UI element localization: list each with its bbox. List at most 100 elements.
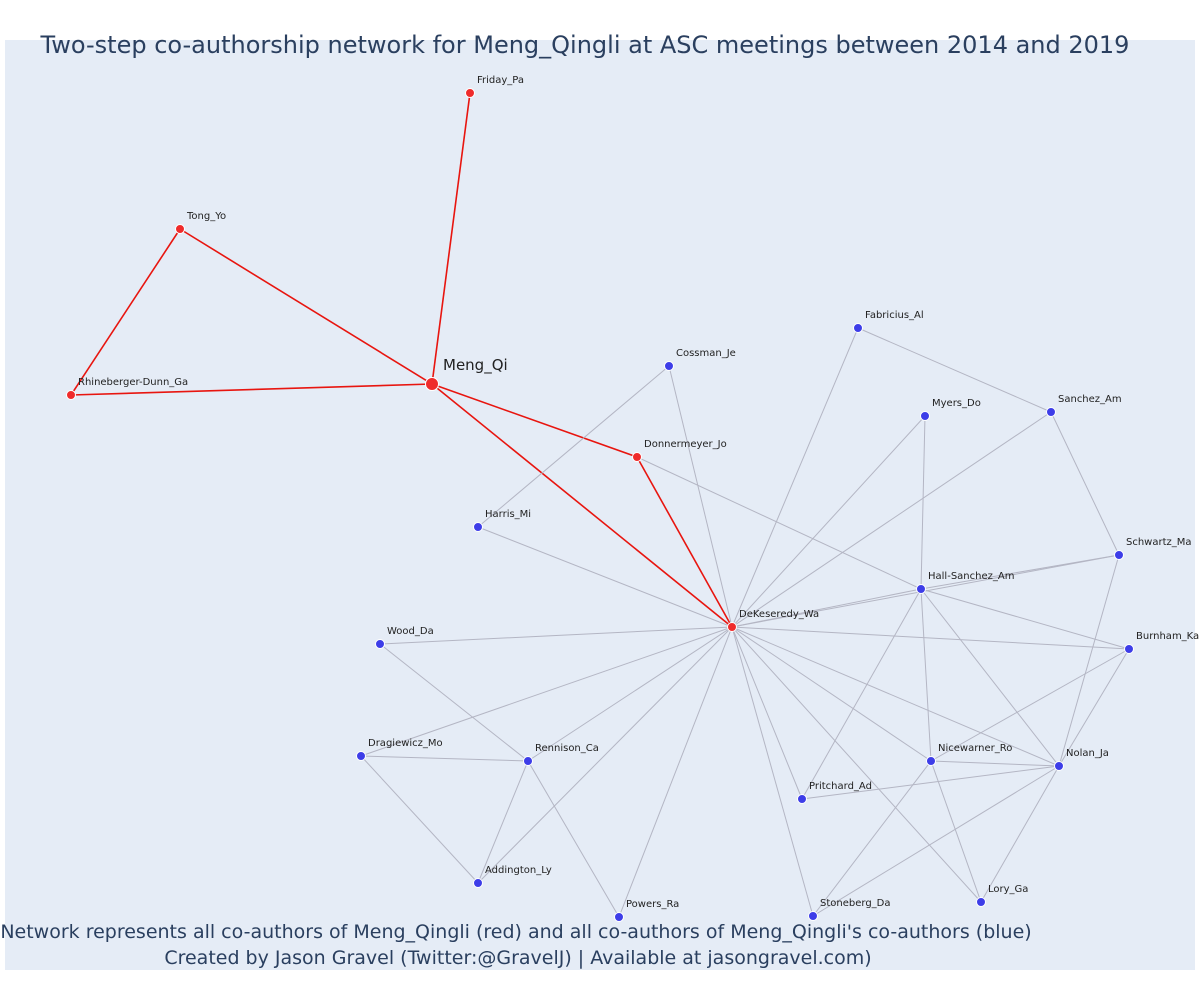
node-meng-qi[interactable]	[425, 377, 439, 391]
node-label-nolan-ja: Nolan_Ja	[1066, 748, 1109, 759]
node-label-hall-sanchez-am: Hall-Sanchez_Am	[928, 571, 1014, 582]
node-label-harris-mi: Harris_Mi	[485, 509, 531, 520]
edge-burnham-ka-nolan-ja	[1058, 648, 1130, 767]
node-label-meng-qi: Meng_Qi	[443, 356, 508, 375]
edge-nicewarner-ro-stoneberg-da	[812, 760, 932, 917]
node-rennison-ca[interactable]	[523, 756, 533, 766]
node-wood-da[interactable]	[375, 639, 385, 649]
node-dekeseredy-wa[interactable]	[727, 622, 737, 632]
edge-meng-qi-friday-pa	[431, 92, 471, 385]
edge-harris-mi-dekeseredy-wa	[477, 526, 733, 628]
node-label-burnham-ka: Burnham_Ka	[1136, 631, 1199, 642]
edge-meng-qi-tong-yo	[179, 228, 433, 385]
edge-fabricius-al-sanchez-am	[857, 327, 1052, 413]
edge-rennison-ca-powers-ra	[527, 760, 620, 918]
node-myers-do[interactable]	[920, 411, 930, 421]
node-label-donnermeyer-jo: Donnermeyer_Jo	[644, 439, 727, 450]
node-label-dragiewicz-mo: Dragiewicz_Mo	[368, 738, 443, 749]
node-pritchard-ad[interactable]	[797, 794, 807, 804]
edge-nolan-ja-dekeseredy-wa	[731, 626, 1060, 767]
node-sanchez-am[interactable]	[1046, 407, 1056, 417]
node-fabricius-al[interactable]	[853, 323, 863, 333]
caption-line-1: Network represents all co-authors of Men…	[0, 921, 1031, 943]
node-powers-ra[interactable]	[614, 912, 624, 922]
edge-tong-yo-rhineberger-dunn-ga	[70, 228, 181, 396]
node-donnermeyer-jo[interactable]	[632, 452, 642, 462]
node-nicewarner-ro[interactable]	[926, 756, 936, 766]
edges-layer	[70, 92, 1130, 918]
node-burnham-ka[interactable]	[1124, 644, 1134, 654]
edge-donnermeyer-jo-dekeseredy-wa	[636, 456, 733, 628]
node-label-dekeseredy-wa: DeKeseredy_Wa	[739, 609, 819, 620]
plot-background	[5, 40, 1195, 970]
node-lory-ga[interactable]	[976, 897, 986, 907]
edge-cossman-je-dekeseredy-wa	[668, 365, 733, 628]
edge-nolan-ja-stoneberg-da	[812, 765, 1060, 917]
labels-layer: Meng_Qi Friday_PaTong_YoRhineberger-Dunn_…	[78, 75, 1199, 910]
edge-wood-da-dekeseredy-wa	[379, 626, 733, 645]
node-harris-mi[interactable]	[473, 522, 483, 532]
node-label-friday-pa: Friday_Pa	[477, 75, 524, 86]
edge-sanchez-am-schwartz-ma	[1050, 411, 1120, 556]
edge-nicewarner-ro-dekeseredy-wa	[731, 626, 932, 762]
node-rhineberger-dunn-ga[interactable]	[66, 390, 76, 400]
node-friday-pa[interactable]	[465, 88, 475, 98]
edge-nolan-ja-pritchard-ad	[801, 765, 1060, 800]
edge-nolan-ja-lory-ga	[980, 765, 1060, 903]
edge-sanchez-am-dekeseredy-wa	[731, 411, 1052, 628]
node-nolan-ja[interactable]	[1054, 761, 1064, 771]
edge-pritchard-ad-dekeseredy-wa	[731, 626, 803, 800]
node-label-sanchez-am: Sanchez_Am	[1058, 394, 1122, 405]
edge-nicewarner-ro-nolan-ja	[930, 760, 1060, 767]
edge-meng-qi-rhineberger-dunn-ga	[70, 383, 433, 396]
node-label-schwartz-ma: Schwartz_Ma	[1126, 537, 1192, 548]
edge-myers-do-dekeseredy-wa	[731, 415, 926, 628]
edge-fabricius-al-dekeseredy-wa	[731, 327, 859, 628]
node-label-wood-da: Wood_Da	[387, 626, 434, 637]
node-label-fabricius-al: Fabricius_Al	[865, 310, 924, 321]
node-schwartz-ma[interactable]	[1114, 550, 1124, 560]
node-dragiewicz-mo[interactable]	[356, 751, 366, 761]
edge-rennison-ca-addington-ly	[477, 760, 529, 884]
edge-rennison-ca-dekeseredy-wa	[527, 626, 733, 762]
chart-title: Two-step co-authorship network for Meng_…	[40, 31, 1130, 59]
edge-hall-sanchez-am-nolan-ja	[920, 588, 1060, 767]
nodes-layer	[66, 88, 1134, 922]
edge-burnham-ka-nicewarner-ro	[930, 648, 1130, 762]
edge-dragiewicz-mo-rennison-ca	[360, 755, 529, 762]
edge-nicewarner-ro-lory-ga	[930, 760, 982, 903]
node-label-rennison-ca: Rennison_Ca	[535, 743, 599, 754]
caption-line-2: Created by Jason Gravel (Twitter:@Gravel…	[164, 947, 871, 969]
edge-cossman-je-harris-mi	[477, 365, 670, 528]
edge-meng-qi-donnermeyer-jo	[431, 383, 638, 458]
node-label-rhineberger-dunn-ga: Rhineberger-Dunn_Ga	[78, 377, 188, 388]
node-label-stoneberg-da: Stoneberg_Da	[820, 898, 891, 909]
node-label-lory-ga: Lory_Ga	[988, 884, 1028, 895]
edge-hall-sanchez-am-nicewarner-ro	[920, 588, 932, 762]
node-label-myers-do: Myers_Do	[932, 398, 981, 409]
edge-hall-sanchez-am-pritchard-ad	[801, 588, 922, 800]
edge-myers-do-hall-sanchez-am	[920, 415, 926, 590]
node-label-pritchard-ad: Pritchard_Ad	[809, 781, 872, 792]
node-addington-ly[interactable]	[473, 878, 483, 888]
edge-wood-da-rennison-ca	[379, 643, 529, 762]
node-tong-yo[interactable]	[175, 224, 185, 234]
edge-schwartz-ma-nolan-ja	[1058, 554, 1120, 767]
node-label-cossman-je: Cossman_Je	[676, 348, 736, 359]
edge-meng-qi-dekeseredy-wa	[431, 383, 733, 628]
edge-dragiewicz-mo-addington-ly	[360, 755, 479, 884]
edge-dragiewicz-mo-dekeseredy-wa	[360, 626, 733, 757]
node-label-addington-ly: Addington_Ly	[485, 865, 552, 876]
node-hall-sanchez-am[interactable]	[916, 584, 926, 594]
edge-burnham-ka-dekeseredy-wa	[731, 626, 1130, 650]
edge-donnermeyer-jo-hall-sanchez-am	[636, 456, 922, 590]
node-label-nicewarner-ro: Nicewarner_Ro	[938, 743, 1012, 754]
edge-stoneberg-da-dekeseredy-wa	[731, 626, 814, 917]
node-stoneberg-da[interactable]	[808, 911, 818, 921]
node-label-powers-ra: Powers_Ra	[626, 899, 679, 910]
edge-addington-ly-dekeseredy-wa	[477, 626, 733, 884]
edge-hall-sanchez-am-burnham-ka	[920, 588, 1130, 650]
node-cossman-je[interactable]	[664, 361, 674, 371]
node-label-tong-yo: Tong_Yo	[186, 211, 226, 222]
